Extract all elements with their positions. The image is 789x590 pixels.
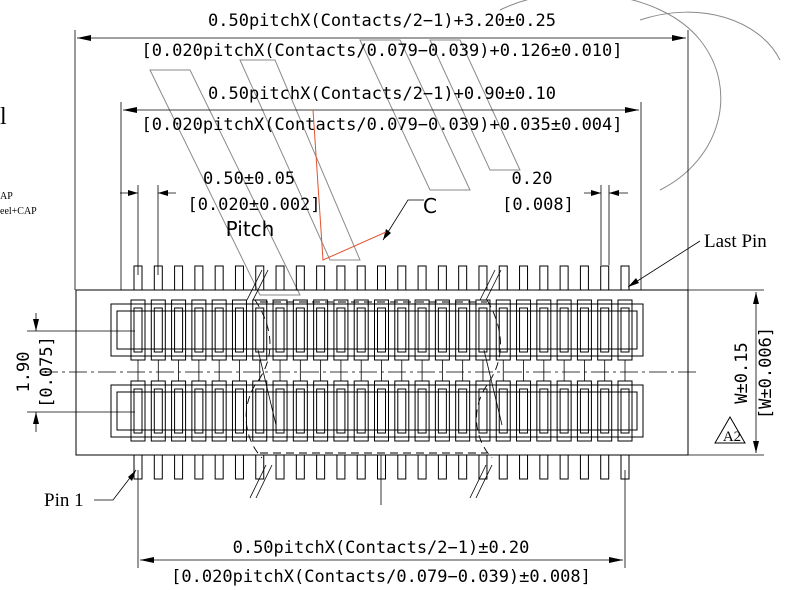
contact-pin bbox=[353, 265, 369, 480]
contact-pin bbox=[617, 265, 633, 480]
body-width-inch-label: [W±0.006] bbox=[756, 327, 776, 419]
dimension-pitch bbox=[120, 185, 176, 275]
overall-width-label: 0.50pitchX(Contacts/2−1)+3.20±0.25 bbox=[208, 11, 556, 31]
revision-triangle-icon bbox=[714, 415, 746, 444]
row-spacing-inch-label: [0.075] bbox=[37, 336, 57, 408]
section-c-label: C bbox=[423, 194, 437, 218]
contact-pin bbox=[191, 265, 207, 480]
watermark bbox=[149, 0, 781, 296]
dimension-bottom-span bbox=[137, 455, 626, 568]
contact-pin bbox=[150, 265, 166, 480]
contact-pin bbox=[597, 265, 613, 480]
pitch-value-label: 0.50±0.05 bbox=[203, 169, 295, 189]
dimension-body-width bbox=[688, 289, 764, 456]
bottom-span-inch-label: [0.020pitchX(Contacts/0.079−0.039)±0.008… bbox=[171, 567, 591, 587]
body-width-label: W±0.15 bbox=[732, 342, 752, 403]
left-partial-text-1: l bbox=[0, 104, 7, 130]
pin-width-label: 0.20 bbox=[512, 169, 553, 189]
contact-pin bbox=[414, 265, 430, 480]
contact-pin bbox=[394, 265, 410, 480]
hidden-detail-lines bbox=[245, 299, 501, 459]
contact-pin bbox=[434, 265, 450, 480]
contact-pin bbox=[536, 265, 552, 480]
dimension-inner-width bbox=[120, 102, 642, 290]
pin1-label: Pin 1 bbox=[44, 490, 84, 511]
row-spacing-label: 1.90 bbox=[14, 352, 34, 393]
pin-width-inch-label: [0.008] bbox=[502, 195, 574, 215]
contact-row-frames bbox=[40, 303, 700, 438]
section-c-marker bbox=[312, 109, 424, 261]
contact-pin bbox=[130, 265, 146, 480]
contact-pin bbox=[455, 265, 471, 480]
inner-width-label: 0.50pitchX(Contacts/2−1)+0.90±0.10 bbox=[208, 84, 556, 104]
contact-pin bbox=[211, 265, 227, 480]
left-partial-text-3: eel+CAP bbox=[0, 206, 37, 217]
contact-pin bbox=[231, 265, 247, 480]
contact-pin bbox=[333, 265, 349, 480]
pitch-value-inch-label: [0.020±0.002] bbox=[187, 195, 320, 215]
contact-pin bbox=[313, 265, 329, 480]
last-pin-label: Last Pin bbox=[704, 231, 767, 252]
contact-pin bbox=[576, 265, 592, 480]
contact-pin bbox=[475, 265, 491, 480]
overall-width-inch-label: [0.020pitchX(Contacts/0.079−0.039)+0.126… bbox=[141, 41, 622, 61]
break-lines bbox=[246, 269, 503, 499]
revision-label: A2 bbox=[723, 429, 741, 445]
contact-pin bbox=[272, 265, 288, 480]
contact-pin bbox=[171, 265, 187, 480]
bottom-span-label: 0.50pitchX(Contacts/2−1)±0.20 bbox=[233, 538, 530, 558]
left-partial-text-2: AP bbox=[0, 191, 13, 202]
contact-pins bbox=[130, 265, 633, 480]
last-pin-leader bbox=[627, 240, 701, 288]
contact-pin bbox=[516, 265, 532, 480]
contact-pin bbox=[252, 265, 268, 480]
contact-pin bbox=[556, 265, 572, 480]
dimension-pin-width bbox=[584, 185, 628, 265]
contact-pin bbox=[292, 265, 308, 480]
dimension-overall-width bbox=[74, 30, 689, 290]
contact-pin bbox=[374, 265, 389, 480]
pin1-leader bbox=[94, 469, 137, 501]
inner-width-inch-label: [0.020pitchX(Contacts/0.079−0.039)+0.035… bbox=[141, 115, 622, 135]
contact-pin bbox=[495, 265, 511, 480]
dimension-row-spacing bbox=[27, 313, 135, 432]
pitch-word-label: Pitch bbox=[226, 217, 275, 241]
